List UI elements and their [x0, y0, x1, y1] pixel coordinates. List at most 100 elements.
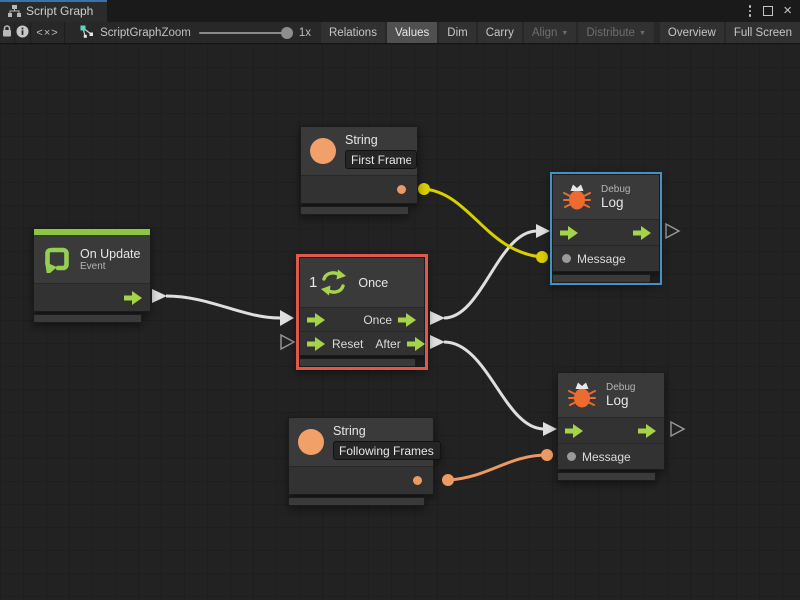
once-counter: 1	[309, 274, 318, 291]
chevron-down-icon: ▼	[638, 30, 646, 37]
node-title: Log	[606, 393, 629, 408]
wire-followingframes-to-message[interactable]	[447, 453, 548, 482]
code-preview-button[interactable]: <×>	[31, 22, 66, 43]
node-debug-log-bottom[interactable]: Debug Log Message	[557, 372, 665, 481]
once-in-arrowhead	[280, 310, 294, 326]
debuglog-bottom-out-empty-connector[interactable]	[670, 420, 686, 438]
values-button[interactable]: Values	[386, 22, 438, 43]
followingframes-out-dot[interactable]	[442, 474, 454, 486]
lock-button[interactable]	[0, 22, 15, 43]
node-title: String	[345, 133, 378, 147]
wire-firstframe-to-message[interactable]	[423, 187, 543, 259]
info-button[interactable]	[15, 22, 31, 43]
port-label-after: After	[375, 336, 401, 351]
graph-name-label: ScriptGraph	[100, 26, 162, 39]
node-footer	[299, 358, 416, 367]
firstframe-out-dot[interactable]	[418, 183, 430, 195]
string-value-input[interactable]	[345, 150, 417, 169]
zoom-value: 1x	[298, 26, 311, 39]
maximize-icon[interactable]	[763, 6, 774, 16]
message-input-port[interactable]	[562, 254, 571, 263]
node-footer	[288, 497, 425, 506]
zoom-slider[interactable]	[198, 26, 293, 39]
overview-button[interactable]: Overview	[659, 22, 724, 43]
node-title: Once	[358, 275, 389, 290]
message-bottom-in-dot[interactable]	[541, 449, 553, 461]
distribute-button[interactable]: Distribute▼	[578, 22, 654, 43]
message-top-in-dot[interactable]	[536, 251, 548, 263]
node-string-following-frames[interactable]: String	[288, 417, 441, 506]
string-output-port[interactable]	[397, 185, 406, 194]
loop-event-icon	[43, 245, 71, 273]
fullscreen-button[interactable]: Full Screen	[725, 22, 800, 43]
node-on-update[interactable]: On Update Event	[33, 228, 151, 323]
onupdate-out-connector[interactable]	[152, 289, 167, 303]
string-value-input[interactable]	[333, 441, 441, 460]
node-title: String	[333, 424, 366, 438]
window-controls: ×	[747, 0, 800, 22]
node-footer	[33, 314, 142, 323]
debuglog-bottom-in-arrowhead	[543, 422, 557, 436]
after-output-port[interactable]	[406, 336, 426, 351]
wire-after-to-debuglog-bottom[interactable]	[443, 340, 545, 431]
bug-icon	[567, 380, 597, 410]
flow-output-port[interactable]	[638, 423, 657, 438]
node-footer	[552, 274, 651, 283]
flow-input-port[interactable]	[307, 312, 326, 327]
dim-button[interactable]: Dim	[439, 22, 476, 43]
flow-input-port[interactable]	[560, 225, 579, 240]
event-color-bar	[34, 229, 150, 235]
reset-input-port[interactable]	[307, 336, 326, 351]
string-type-icon	[310, 138, 336, 164]
node-footer	[557, 472, 656, 481]
port-label-once: Once	[363, 312, 392, 327]
close-icon[interactable]: ×	[783, 2, 792, 19]
node-subtitle: Event	[80, 260, 106, 272]
once-reset-empty-connector[interactable]	[280, 333, 296, 351]
string-type-icon	[298, 429, 324, 455]
node-title: Log	[601, 195, 624, 210]
zoom-control: Zoom 1x	[161, 22, 311, 43]
graph-canvas[interactable]: String	[0, 44, 800, 600]
port-label-reset: Reset	[332, 336, 364, 351]
graph-name[interactable]: ScriptGraph	[65, 22, 161, 43]
once-once-out-connector[interactable]	[430, 311, 445, 325]
zoom-slider-handle[interactable]	[280, 26, 293, 39]
node-category: Debug	[601, 184, 631, 195]
graph-tab-icon	[8, 5, 21, 17]
cycle-icon	[321, 268, 347, 297]
code-icon: <×>	[36, 26, 59, 39]
flow-output-port[interactable]	[124, 290, 143, 305]
wires-layer	[152, 183, 686, 486]
info-icon	[16, 25, 29, 41]
wire-onupdate-to-once[interactable]	[165, 294, 281, 320]
bug-icon	[562, 182, 592, 212]
zoom-label: Zoom	[161, 26, 191, 39]
once-output-port[interactable]	[398, 312, 417, 327]
tab-script-graph[interactable]: Script Graph	[0, 0, 108, 22]
script-graph-icon	[80, 25, 94, 41]
chevron-down-icon: ▼	[561, 30, 569, 37]
once-after-out-connector[interactable]	[430, 335, 445, 349]
node-title: On Update	[80, 246, 141, 261]
wire-once-to-debuglog-top[interactable]	[443, 229, 538, 320]
more-menu-icon[interactable]	[747, 3, 754, 19]
port-label-message: Message	[582, 449, 631, 464]
tab-title: Script Graph	[26, 4, 94, 18]
flow-input-port[interactable]	[565, 423, 584, 438]
node-footer	[300, 206, 409, 215]
carry-button[interactable]: Carry	[477, 22, 522, 43]
node-once[interactable]: 1 Once Once	[299, 257, 425, 367]
message-input-port[interactable]	[567, 452, 576, 461]
node-debug-log-top[interactable]: Debug Log Message	[552, 174, 660, 283]
lock-icon	[1, 24, 13, 41]
relations-button[interactable]: Relations	[321, 22, 385, 43]
debuglog-top-out-empty-connector[interactable]	[665, 222, 681, 240]
tab-bar: Script Graph ×	[0, 0, 800, 22]
string-output-port[interactable]	[413, 476, 422, 485]
toolbar-buttons: Relations Values Dim Carry Align▼ Distri…	[319, 22, 800, 43]
align-button[interactable]: Align▼	[523, 22, 577, 43]
node-string-first-frame[interactable]: String	[300, 126, 418, 215]
debuglog-top-in-arrowhead	[536, 224, 550, 238]
flow-output-port[interactable]	[633, 225, 652, 240]
